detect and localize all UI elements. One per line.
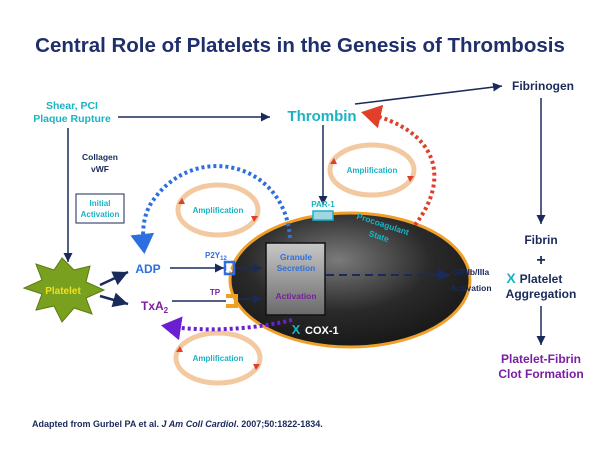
secretion-label: Secretion [277, 263, 316, 273]
gpiib-activation-label: Activation [450, 283, 491, 293]
activation-label: Activation [275, 291, 316, 301]
fibrin-label: Fibrin [524, 233, 557, 247]
clot-formation-line2: Clot Formation [498, 367, 583, 381]
cox1-block-x: X [292, 322, 301, 337]
amplification-ring-bottom [173, 330, 263, 386]
page-title: Central Role of Platelets in the Genesis… [35, 34, 565, 57]
platelet-label: Platelet [45, 286, 81, 297]
cox1-label: COX-1 [305, 325, 339, 337]
cox1-to-txa2-dotted-arrow [161, 316, 293, 341]
fibrinogen-label: Fibrinogen [512, 79, 574, 93]
platelet-to-adp-arrow [99, 270, 129, 287]
amplification-ring-top-left [175, 182, 261, 238]
plus-label: + [536, 252, 545, 269]
txa2-label: TxA2 [141, 299, 169, 315]
tp-label: TP [210, 288, 221, 297]
platelet-star-icon [22, 257, 106, 323]
par1-receptor [312, 210, 334, 221]
granule-to-adp-dotted-arrow [130, 164, 292, 254]
amplification-label-top-right: Amplification [347, 166, 398, 175]
footnote: Adapted from Gurbel PA et al. J Am Coll … [32, 419, 323, 429]
thrombin-label: Thrombin [287, 108, 356, 125]
platelet-to-txa2-arrow [99, 292, 129, 308]
amplification-label-top-left: Amplification [193, 206, 244, 215]
p2y12-receptor [223, 260, 236, 276]
amplification-label-bottom: Amplification [193, 354, 244, 363]
platelet-aggregation-line1: Platelet [520, 272, 563, 286]
initial-activation-line2: Activation [81, 210, 120, 219]
amplification-ring-top-right [327, 142, 417, 198]
shear-pci-label: Shear, PCI [46, 100, 98, 112]
collagen-label: Collagen [82, 152, 118, 162]
vwf-label: vWF [91, 164, 109, 174]
tp-receptor [226, 294, 238, 308]
par1-label: PAR-1 [311, 200, 335, 209]
granule-activation-box [265, 242, 326, 316]
gpiib-label: GPIIb/IIIa [453, 267, 490, 277]
adp-label: ADP [135, 262, 160, 276]
p2y12-label: P2Y12 [205, 251, 227, 262]
initial-activation-line1: Initial [90, 199, 111, 208]
p2y12-block-x: X [225, 263, 233, 275]
thrombin-to-fibrinogen-arrow [354, 82, 503, 105]
initial-activation-box [75, 193, 125, 224]
granule-label: Granule [280, 252, 312, 262]
gpiib-block-x: X [506, 270, 516, 286]
plaque-rupture-label: Plaque Rupture [33, 113, 111, 125]
platelet-aggregation-line2: Aggregation [506, 287, 577, 301]
procoagulant-to-thrombin-dotted-arrow [361, 104, 437, 227]
clot-formation-line1: Platelet-Fibrin [501, 352, 581, 366]
